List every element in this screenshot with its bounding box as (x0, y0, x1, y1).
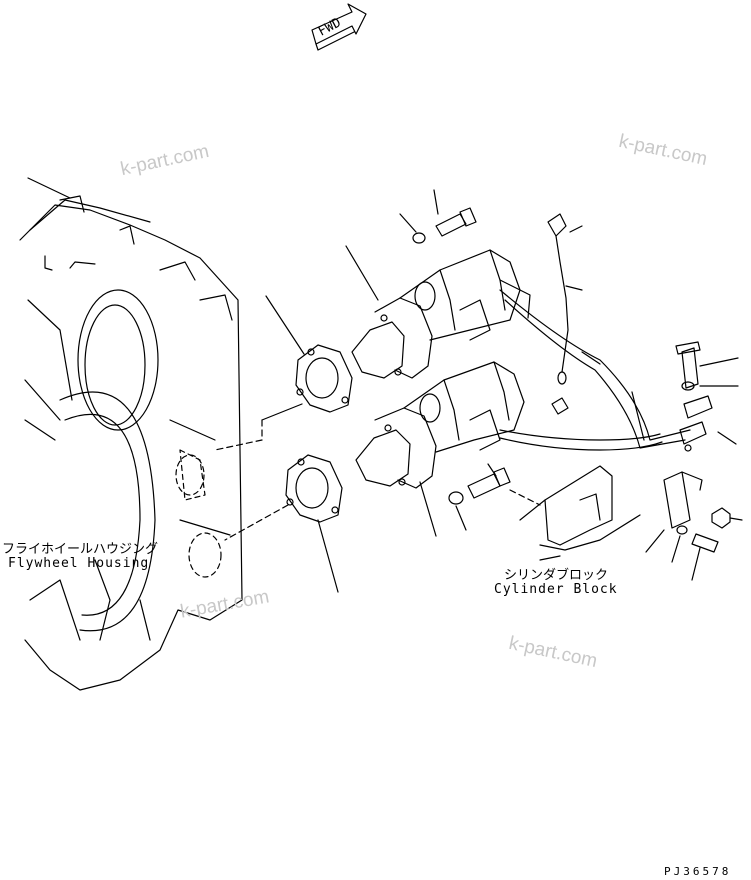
upper-gasket (214, 295, 353, 451)
cylinder-block-label-en: Cylinder Block (494, 582, 618, 597)
drawing-code: PJ36578 (664, 865, 732, 878)
cylinder-block-mount (509, 465, 641, 561)
flywheel-housing-label-en: Flywheel Housing (8, 556, 150, 571)
mounting-bolts (399, 189, 511, 531)
starting-motor-lower (355, 361, 525, 537)
lower-gasket (224, 454, 343, 593)
bracket-and-fasteners (645, 341, 743, 581)
cylinder-block-label-jp: シリンダブロック (504, 568, 609, 583)
wiring-harness (499, 213, 737, 452)
fwd-arrow-icon (311, 3, 367, 51)
flywheel-housing-label-jp: フライホイールハウジング (2, 542, 159, 557)
flywheel-housing (19, 177, 243, 691)
starting-motor-upper (345, 245, 531, 379)
